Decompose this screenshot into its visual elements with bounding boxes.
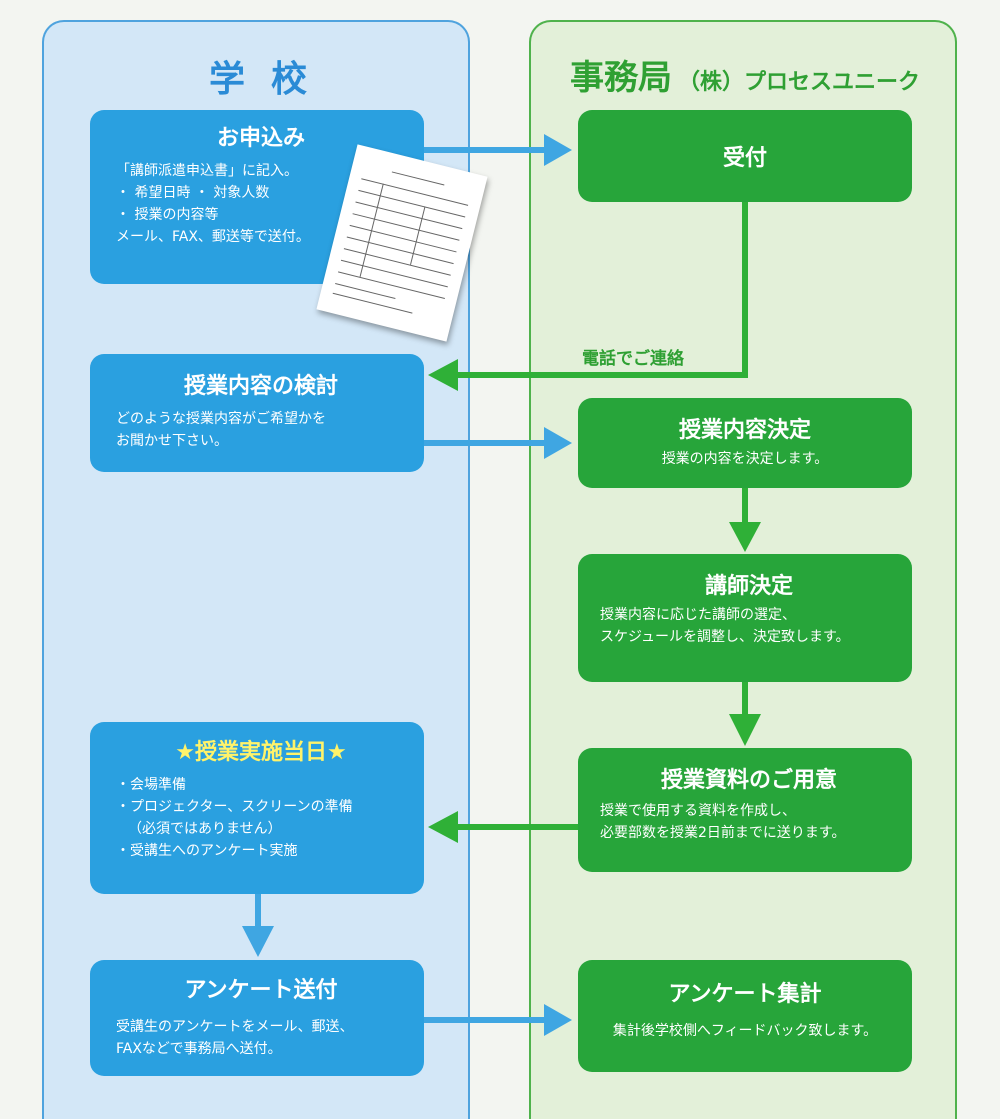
- arrow-review-to-decide-head: [544, 427, 572, 459]
- survey-tally-box: アンケート集計 集計後学校側へフィードバック致します。: [578, 960, 912, 1072]
- class-day-title: ★授業実施当日★: [116, 734, 406, 766]
- survey-send-body: 受講生のアンケートをメール、郵送、 FAXなどで事務局へ送付。: [116, 1016, 406, 1060]
- teacher-decide-title: 講師決定: [704, 574, 793, 599]
- teacher-decide-body: 授業内容に応じた講師の選定、 スケジュールを調整し、決定致します。: [600, 604, 898, 648]
- arrow-receive-to-review: [458, 202, 748, 378]
- content-decide-body: 授業の内容を決定します。: [578, 448, 912, 470]
- survey-tally-line: 集計後学校側へフィードバック致します。: [612, 1023, 878, 1039]
- review-line: お聞かせ下さい。: [116, 433, 228, 449]
- office-title: 事務局（株）プロセスユニーク: [531, 50, 959, 99]
- content-decide-title: 授業内容決定: [678, 418, 811, 443]
- survey-send-line: 受講生のアンケートをメール、郵送、: [116, 1019, 354, 1035]
- office-title-sub: （株）プロセスユニーク: [677, 70, 920, 95]
- material-line: 授業で使用する資料を作成し、: [600, 803, 796, 819]
- receive-box: 受付: [578, 110, 912, 202]
- arrow-survey-to-tally-head: [544, 1004, 572, 1036]
- class-day-box: ★授業実施当日★ ・会場準備 ・プロジェクター、スクリーンの準備 （必須ではあり…: [90, 722, 424, 894]
- phone-contact-label: 電話でご連絡: [582, 349, 684, 369]
- material-box: 授業資料のご用意 授業で使用する資料を作成し、 必要部数を授業2日前までに送りま…: [578, 748, 912, 872]
- arrow-teacher-to-material-head: [729, 714, 761, 746]
- review-body: どのような授業内容がご希望かを お聞かせ下さい。: [116, 408, 406, 452]
- arrow-receive-to-review-head: [428, 359, 458, 391]
- office-title-main: 事務局: [569, 58, 672, 98]
- survey-tally-title: アンケート集計: [668, 982, 822, 1007]
- apply-line: 「講師派遣申込書」に記入。: [116, 163, 298, 179]
- class-day-title-text: 授業実施当日: [194, 740, 327, 765]
- teacher-decide-box: 講師決定 授業内容に応じた講師の選定、 スケジュールを調整し、決定致します。: [578, 554, 912, 682]
- class-day-line: ・プロジェクター、スクリーンの準備: [116, 799, 353, 815]
- class-day-body: ・会場準備 ・プロジェクター、スクリーンの準備 （必須ではありません） ・受講生…: [116, 774, 406, 862]
- material-body: 授業で使用する資料を作成し、 必要部数を授業2日前までに送ります。: [600, 800, 898, 844]
- material-title: 授業資料のご用意: [660, 768, 837, 793]
- survey-send-title: アンケート送付: [184, 978, 338, 1003]
- arrow-material-to-day-head: [428, 811, 458, 843]
- teacher-decide-line: 授業内容に応じた講師の選定、: [600, 607, 796, 623]
- star-icon: ★: [327, 740, 347, 765]
- arrow-decide-to-teacher-head: [729, 522, 761, 552]
- review-line: どのような授業内容がご希望かを: [116, 411, 326, 427]
- arrow-apply-to-receive-head: [544, 134, 572, 166]
- teacher-decide-line: スケジュールを調整し、決定致します。: [600, 629, 850, 645]
- class-day-line: ・受講生へのアンケート実施: [116, 843, 298, 859]
- survey-tally-body: 集計後学校側へフィードバック致します。: [588, 1020, 902, 1042]
- survey-send-box: アンケート送付 受講生のアンケートをメール、郵送、 FAXなどで事務局へ送付。: [90, 960, 424, 1076]
- apply-body: 「講師派遣申込書」に記入。 ・ 希望日時 ・ 対象人数 ・ 授業の内容等 メール…: [116, 160, 406, 248]
- apply-line: ・ 希望日時 ・ 対象人数: [116, 185, 270, 201]
- content-decide-line: 授業の内容を決定します。: [661, 451, 829, 467]
- review-box: 授業内容の検討 どのような授業内容がご希望かを お聞かせ下さい。: [90, 354, 424, 472]
- apply-line: ・ 授業の内容等: [116, 207, 219, 223]
- apply-title: お申込み: [216, 126, 305, 151]
- class-day-line: ・会場準備: [116, 777, 186, 793]
- class-day-line: （必須ではありません）: [128, 821, 282, 837]
- content-decide-box: 授業内容決定 授業の内容を決定します。: [578, 398, 912, 488]
- survey-send-line: FAXなどで事務局へ送付。: [116, 1041, 282, 1057]
- school-title: 学校: [208, 59, 333, 100]
- receive-title: 受付: [722, 146, 767, 171]
- star-icon: ★: [175, 740, 195, 765]
- arrow-day-to-survey-head: [242, 926, 274, 957]
- material-line: 必要部数を授業2日前までに送ります。: [600, 825, 846, 841]
- review-title: 授業内容の検討: [183, 374, 338, 399]
- apply-line: メール、FAX、郵送等で送付。: [116, 229, 310, 245]
